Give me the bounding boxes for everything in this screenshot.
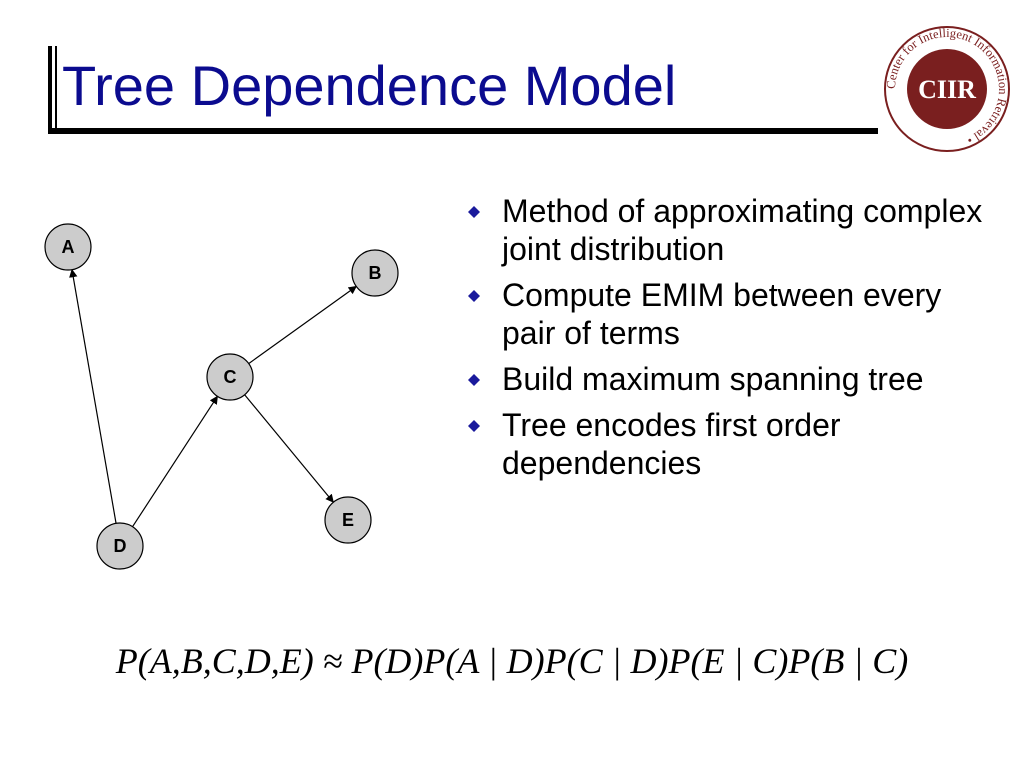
- diagram-edges: [69, 268, 357, 528]
- bullet-item: Tree encodes first order dependencies: [462, 406, 1002, 482]
- bullet-item: Method of approximating complex joint di…: [462, 192, 1002, 268]
- slide-title: Tree Dependence Model: [62, 54, 677, 117]
- node-label: B: [369, 263, 382, 283]
- node-circle: [351, 249, 399, 297]
- node-e: E: [324, 496, 372, 544]
- diamond-bullet-icon: [468, 290, 480, 302]
- diamond-bullet-icon: [468, 374, 480, 386]
- edge-c-to-e: [244, 394, 334, 503]
- tree-diagram: A B C D E: [44, 223, 399, 570]
- node-label: A: [62, 237, 75, 257]
- node-d: D: [96, 522, 144, 570]
- title-underline: [48, 128, 878, 134]
- bullet-item: Compute EMIM between every pair of terms: [462, 276, 1002, 352]
- edge-c-to-b: [248, 285, 357, 365]
- bullet-text: Compute EMIM between every pair of terms: [502, 277, 942, 351]
- bullet-list: Method of approximating complex joint di…: [462, 192, 1002, 490]
- node-circle: [324, 496, 372, 544]
- node-c: C: [206, 353, 254, 401]
- logo-inner-disc: [907, 49, 987, 129]
- diagram-nodes: A B C D E: [44, 223, 399, 570]
- edge-d-to-c: [132, 395, 218, 528]
- bullet-item: Build maximum spanning tree: [462, 360, 1002, 398]
- title-bar-left: [48, 46, 52, 130]
- bullet-text: Method of approximating complex joint di…: [502, 193, 983, 267]
- logo-text: CIIR: [918, 75, 976, 104]
- node-label: D: [114, 536, 127, 556]
- node-label: C: [224, 367, 237, 387]
- bullet-text: Tree encodes first order dependencies: [502, 407, 841, 481]
- bullet-text: Build maximum spanning tree: [502, 361, 924, 397]
- node-circle: [206, 353, 254, 401]
- node-circle: [44, 223, 92, 271]
- joint-probability-formula: P(A,B,C,D,E) ≈ P(D)P(A | D)P(C | D)P(E |…: [115, 641, 909, 681]
- logo-outer-ring: [884, 26, 1010, 152]
- node-a: A: [44, 223, 92, 271]
- title-bar-accent: [55, 46, 57, 130]
- edge-d-to-a: [69, 268, 117, 524]
- diamond-bullet-icon: [468, 206, 480, 218]
- node-b: B: [351, 249, 399, 297]
- node-label: E: [342, 510, 354, 530]
- diamond-bullet-icon: [468, 420, 480, 432]
- node-circle: [96, 522, 144, 570]
- ciir-logo: Center for Intelligent Information Retri…: [884, 26, 1010, 152]
